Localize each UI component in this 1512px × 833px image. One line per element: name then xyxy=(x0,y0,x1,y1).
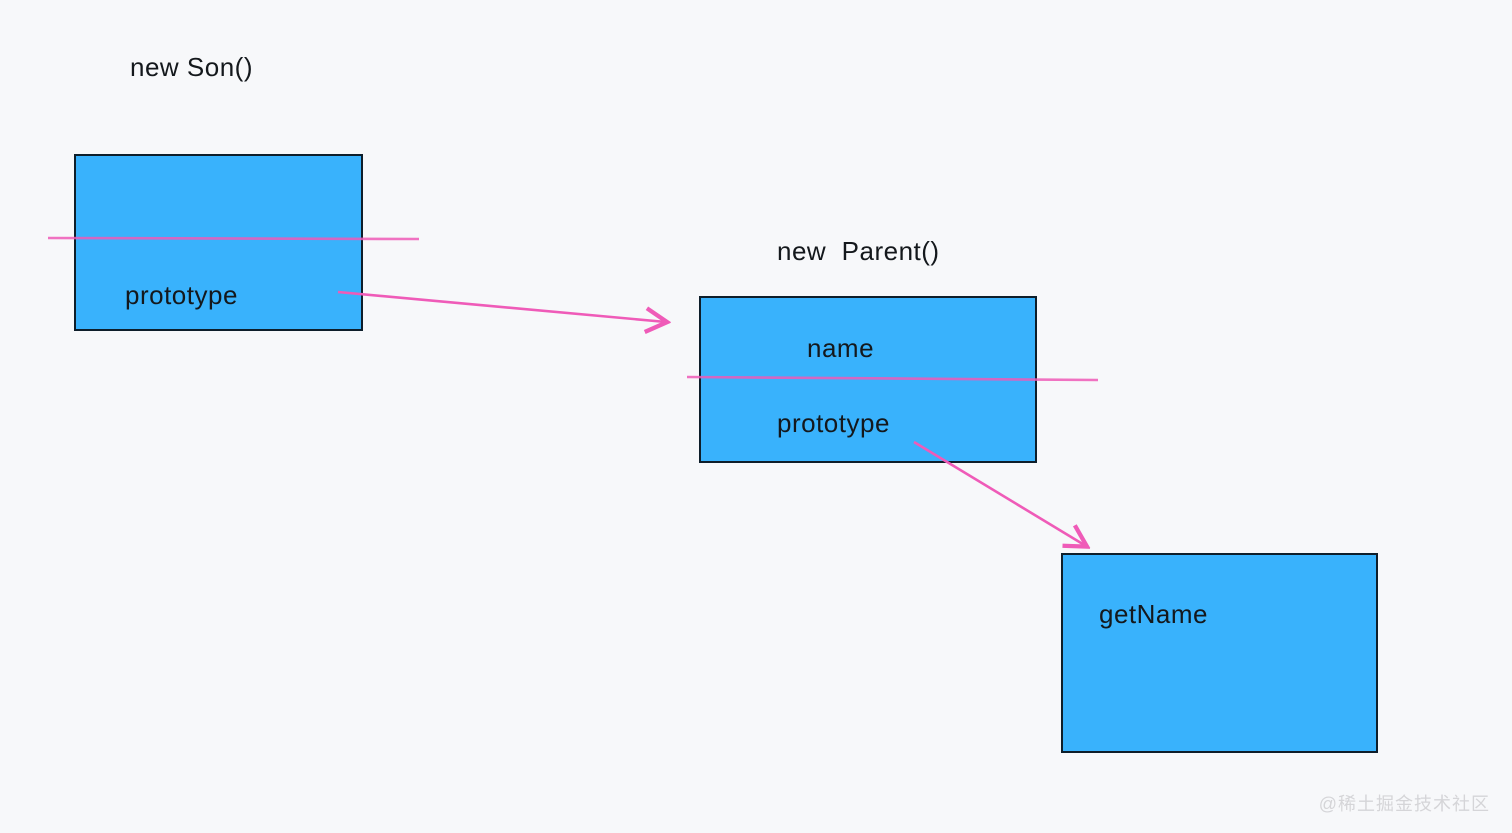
son-prototype-arrow xyxy=(337,290,666,322)
getname-method-label: getName xyxy=(1099,599,1208,629)
parent-prototype-row-label: prototype xyxy=(777,408,890,438)
son-constructor-label: new Son() xyxy=(130,52,253,82)
son-prototype-row-label: prototype xyxy=(125,280,238,310)
juejin-watermark: @稀土掘金技术社区 xyxy=(1318,794,1490,814)
parent-name-row-label: name xyxy=(807,333,875,363)
prototype-object-box xyxy=(1061,553,1378,753)
parent-constructor-label: new Parent() xyxy=(777,236,940,266)
son-constructor-box xyxy=(74,154,363,331)
